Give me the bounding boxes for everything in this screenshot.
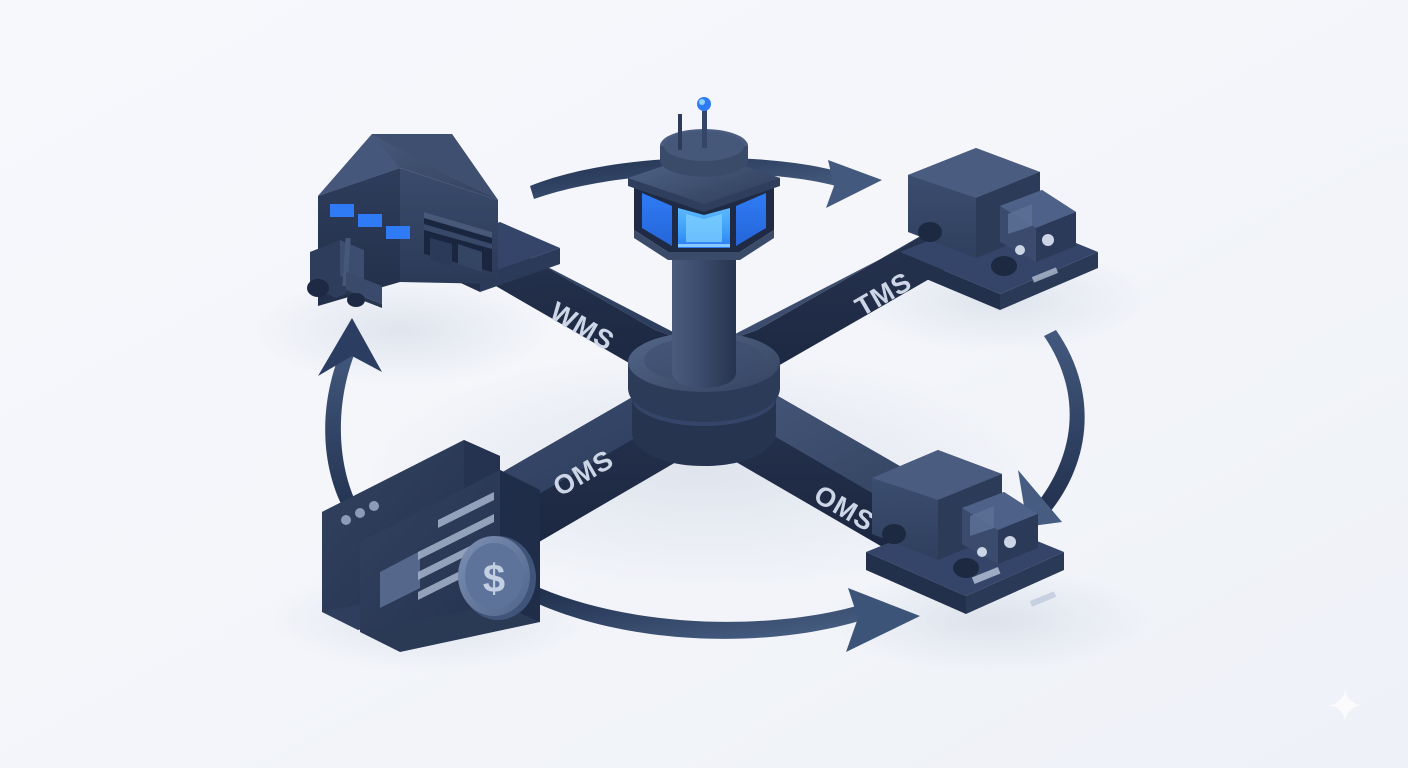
control-tower[interactable] bbox=[628, 97, 780, 388]
beacon-glow bbox=[699, 99, 705, 105]
warehouse-window-2 bbox=[358, 214, 382, 227]
dollar-sign: $ bbox=[483, 557, 505, 601]
warehouse-window-3 bbox=[386, 226, 410, 239]
warehouse-node[interactable] bbox=[307, 134, 560, 308]
road-marking bbox=[1031, 267, 1059, 283]
antenna-mast bbox=[702, 100, 707, 148]
dollar-coin: $ bbox=[458, 536, 536, 620]
road-marking-2 bbox=[1029, 591, 1057, 607]
flow-arrow-payment-to-warehouse bbox=[318, 318, 382, 520]
card-lines bbox=[418, 492, 494, 600]
antenna-short bbox=[678, 114, 682, 150]
flow-arrow-warehouse-to-truck bbox=[530, 157, 882, 208]
tower-glass-cab bbox=[634, 180, 774, 260]
flow-arrow-payment-to-truck bbox=[534, 588, 920, 652]
truck-node-top[interactable] bbox=[900, 148, 1098, 310]
forklift bbox=[307, 237, 382, 308]
order-payment-node[interactable]: $ bbox=[322, 440, 540, 652]
card-chip bbox=[380, 551, 420, 608]
browser-dot-3 bbox=[369, 501, 379, 511]
warehouse-window-1 bbox=[330, 204, 354, 217]
browser-dot-2 bbox=[355, 508, 365, 518]
sparkle-watermark: ✦ bbox=[1326, 680, 1365, 732]
browser-dot-1 bbox=[341, 515, 351, 525]
truck-node-bottom[interactable] bbox=[866, 450, 1064, 614]
tower-roof bbox=[628, 129, 780, 212]
road-marking-1 bbox=[971, 566, 1001, 584]
